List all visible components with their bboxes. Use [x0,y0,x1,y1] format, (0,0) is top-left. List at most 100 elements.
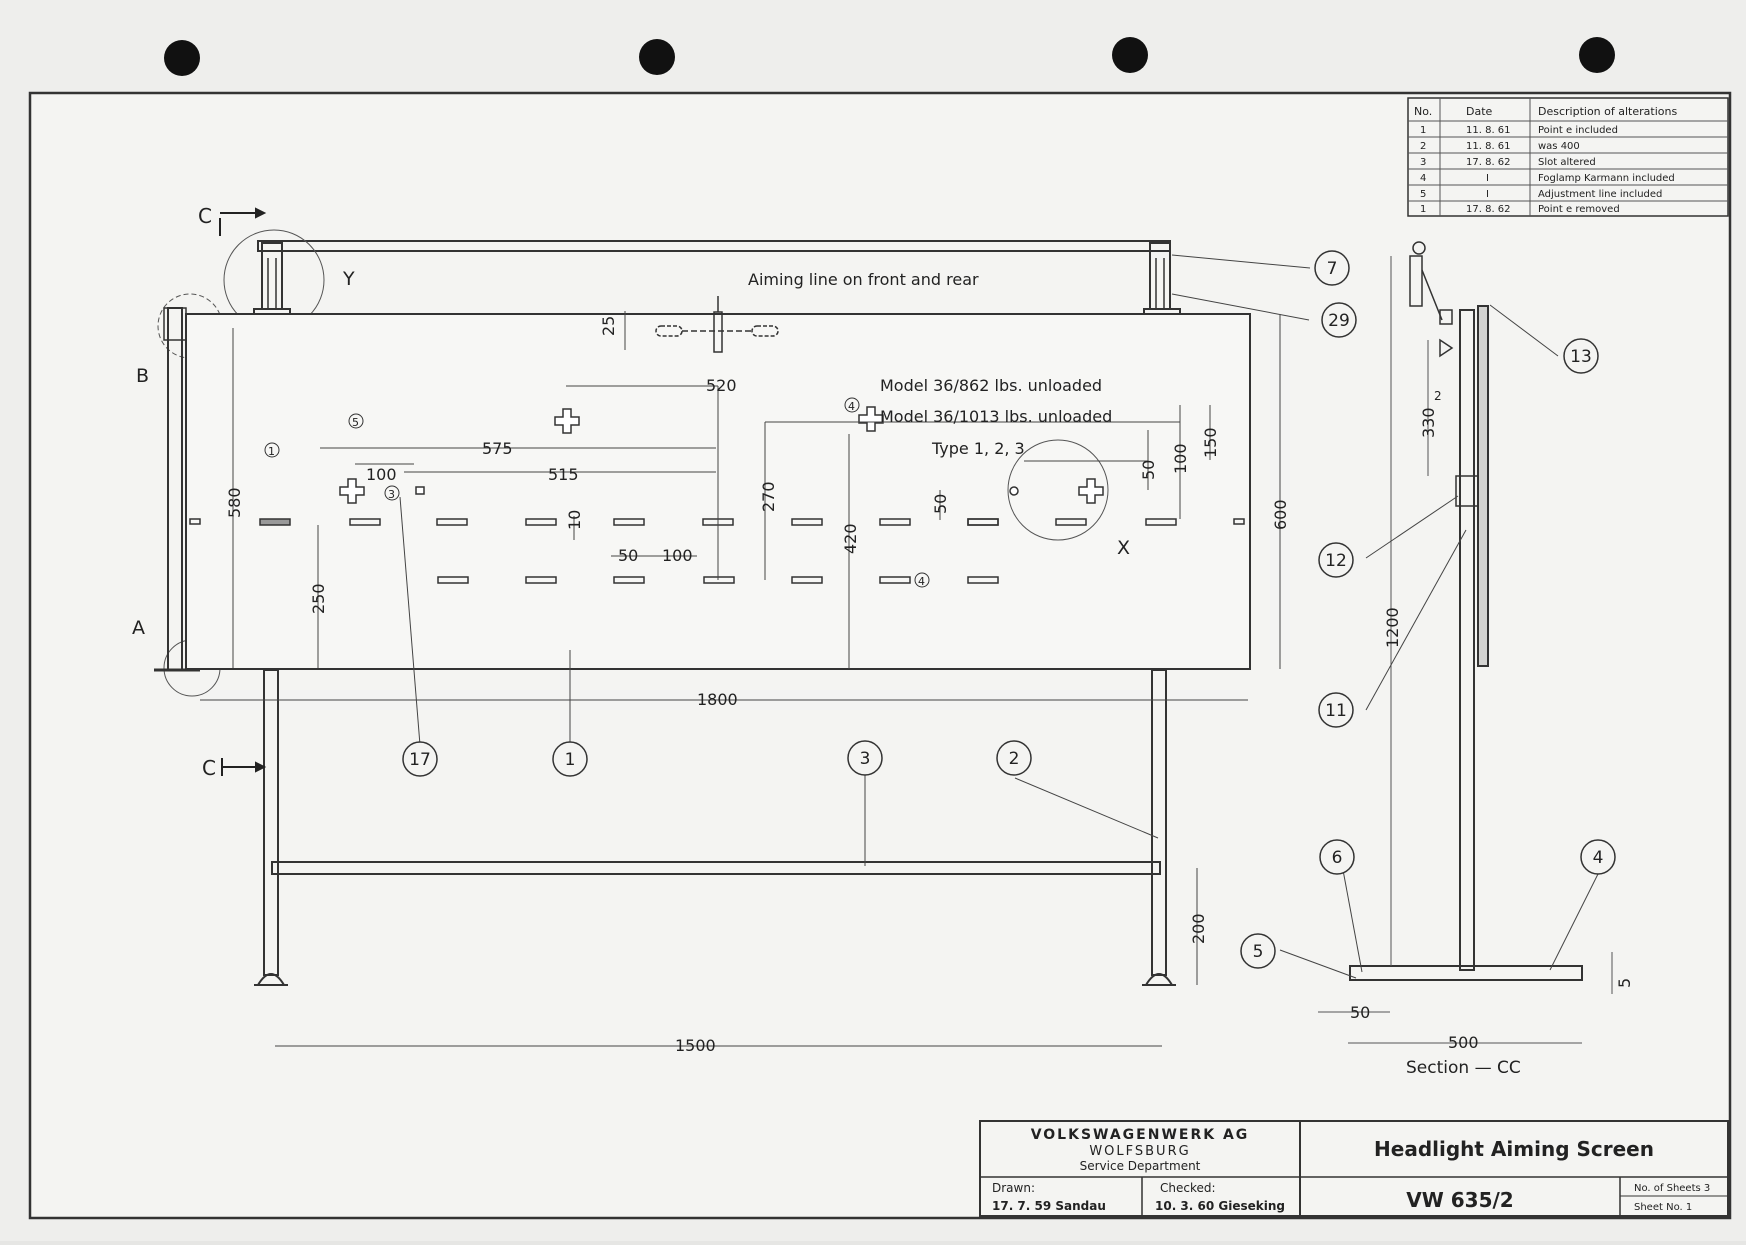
section-markers [219,207,267,776]
section-post [1459,309,1475,971]
drawing-number: VW 635/2 [1406,1188,1513,1212]
dim-200: 200 [1189,913,1208,944]
rev-row-desc: Slot altered [1538,157,1596,168]
rev-row-desc: was 400 [1538,141,1580,152]
section-letter-c-bottom: C [202,756,216,780]
section-cc-view: 330 1200 500 50 5 2 Section — CC [1279,241,1634,1078]
section-screen [1477,305,1489,667]
dim-25: 25 [599,316,618,336]
rev-row-no: 1 [1420,125,1426,136]
small-mark-2: 2 [1434,389,1442,403]
punch-hole [1112,37,1148,73]
rev-row-desc: Point e removed [1538,204,1620,215]
dim-50d: 50 [1350,1003,1370,1022]
rev-row-date: I [1486,173,1489,184]
dim-580: 580 [225,487,244,518]
dim-1800: 1800 [697,690,738,709]
small-mark-4a: 4 [848,400,855,413]
detail-letter-y: Y [342,268,355,290]
small-mark-4b: 4 [918,575,925,588]
rev-header-desc: Description of alterations [1538,105,1677,118]
company-department: Service Department [1080,1159,1201,1173]
dim-520: 520 [706,376,737,395]
rev-row-desc: Adjustment line included [1538,189,1662,200]
punch-hole [164,40,200,76]
dim-575: 575 [482,439,513,458]
dim-150: 150 [1201,427,1220,458]
dim-500: 500 [1448,1033,1479,1052]
punch-holes [164,37,1615,76]
note-model-862: Model 36/862 lbs. unloaded [880,376,1102,395]
company-name: VOLKSWAGENWERK AG [1031,1127,1250,1143]
rev-row-no: 2 [1420,141,1426,152]
dim-1200: 1200 [1383,607,1402,648]
detail-letter-x: X [1117,537,1130,559]
section-caption: Section — CC [1406,1058,1521,1078]
dim-50b: 50 [931,494,950,514]
callout-3: 3 [860,749,871,769]
callout-numbers: 7 29 13 12 11 6 4 5 17 1 3 2 [409,259,1603,962]
drawn-label: Drawn: [992,1181,1035,1195]
dim-10: 10 [565,510,584,530]
note-aiming-line: Aiming line on front and rear [748,270,979,289]
crosshairs [339,406,1104,504]
rev-header-no: No. [1414,105,1432,118]
callout-4: 4 [1593,848,1604,868]
callout-29: 29 [1328,311,1350,331]
rev-row-no: 3 [1420,157,1426,168]
callouts [402,250,1616,969]
bracket-left [253,242,291,316]
dim-50c: 50 [1139,460,1158,480]
note-model-1013: Model 36/1013 lbs. unloaded [880,407,1112,426]
rev-row-date: 17. 8. 62 [1466,204,1511,215]
rev-row-desc: Foglamp Karmann included [1538,173,1675,184]
section-base [1349,965,1583,981]
revision-table: No. Date Description of alterations 1 11… [1407,97,1729,217]
company-city: WOLFSBURG [1089,1144,1190,1159]
dim-50a: 50 [618,546,638,565]
callout-11: 11 [1325,701,1347,721]
cross-bar [271,861,1161,875]
dimension-lines [200,311,1281,1047]
front-view: C C Y B A X Aiming line on front and rea… [132,204,1311,1055]
detail-circle-x [1007,439,1109,541]
leader-lines [399,254,1311,866]
rev-row-no: 5 [1420,189,1426,200]
drawn-value: 17. 7. 59 Sandau [992,1199,1106,1213]
callout-6: 6 [1332,848,1343,868]
dim-330: 330 [1419,407,1438,438]
callout-12: 12 [1325,551,1347,571]
title-block: VOLKSWAGENWERK AG WOLFSBURG Service Depa… [979,1120,1729,1217]
punch-hole [639,39,675,75]
detail-letter-a: A [132,617,145,639]
section-leaders [1279,304,1601,979]
bracket-right [1143,242,1181,316]
rev-row-no: 1 [1420,204,1426,215]
rev-row-no: 4 [1420,173,1426,184]
dimension-texts: 25 520 575 5 1 5 100 580 10 50 100 270 4 20… [225,316,1290,1055]
dim-100b: 100 [662,546,693,565]
dim-250: 250 [309,583,328,614]
dim-100c: 100 [1171,443,1190,474]
callout-5: 5 [1253,942,1264,962]
callout-2: 2 [1009,749,1020,769]
checked-label: Checked: [1160,1181,1216,1195]
rev-row-date: 11. 8. 61 [1466,125,1511,136]
punch-hole [1579,37,1615,73]
callout-17: 17 [409,750,431,770]
small-marks [264,397,930,588]
rev-row-date: 17. 8. 62 [1466,157,1511,168]
small-mark-5: 5 [352,416,359,429]
drawing-title: Headlight Aiming Screen [1374,1137,1654,1161]
slots-lower [437,576,999,584]
note-type: Type 1, 2, 3 [931,439,1025,458]
dim-100a: 100 [366,465,397,484]
section-letter-c-top: C [198,204,212,228]
small-mark-3: 3 [388,488,395,501]
sheets-count: No. of Sheets 3 [1634,1183,1710,1194]
small-mark-1: 1 [268,445,275,458]
rev-row-date: I [1486,189,1489,200]
dim-270: 270 [759,481,778,512]
